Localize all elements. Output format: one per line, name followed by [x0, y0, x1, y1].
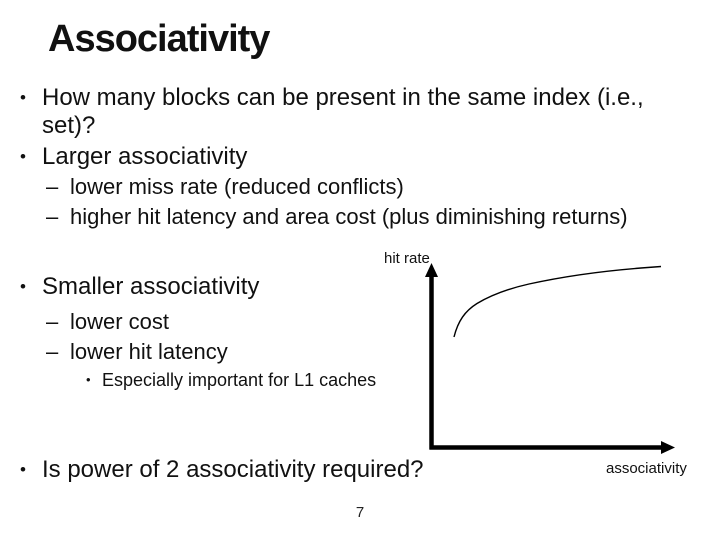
y-axis-arrowhead-icon	[425, 263, 438, 277]
bullet-marker: •	[86, 372, 91, 387]
x-axis-arrowhead-icon	[661, 441, 675, 454]
x-axis-label: associativity	[606, 460, 687, 477]
slide-title: Associativity	[48, 18, 270, 60]
bullet-text: Especially important for L1 caches	[102, 370, 377, 390]
dash-marker: –	[46, 309, 59, 334]
bullet-text: Smaller associativity	[42, 273, 260, 300]
bullet-text: lower hit latency	[70, 339, 228, 364]
bullet-item-smaller-associativity: • Smaller associativity	[20, 273, 260, 301]
bullet-item-how-many-blocks: • How many blocks can be present in the …	[20, 84, 692, 140]
sub-bullet-lower-miss-rate: – lower miss rate (reduced conflicts)	[46, 174, 404, 200]
bullet-marker: •	[20, 147, 26, 166]
sub-bullet-higher-hit-latency: – higher hit latency and area cost (plus…	[46, 204, 628, 230]
bullet-text: Is power of 2 associativity required?	[42, 456, 424, 483]
dash-marker: –	[46, 174, 59, 199]
dash-marker: –	[46, 339, 59, 364]
dash-marker: –	[46, 204, 59, 229]
sub-bullet-lower-cost: – lower cost	[46, 309, 170, 335]
hit-rate-chart	[425, 263, 675, 454]
bullet-marker: •	[20, 88, 26, 107]
bullet-text: lower miss rate (reduced conflicts)	[70, 174, 404, 199]
sub-bullet-lower-hit-latency: – lower hit latency	[46, 339, 228, 365]
y-axis-label: hit rate	[384, 250, 430, 267]
bullet-marker: •	[20, 277, 26, 296]
bullet-marker: •	[20, 460, 26, 479]
bullet-text: lower cost	[70, 309, 170, 334]
bullet-text: How many blocks can be present in the sa…	[42, 84, 644, 139]
page-number: 7	[355, 504, 365, 521]
sub-sub-bullet-l1-caches: • Especially important for L1 caches	[86, 369, 377, 391]
bullet-text: Larger associativity	[42, 143, 248, 170]
bullet-item-larger-associativity: • Larger associativity	[20, 143, 248, 171]
bullet-item-power-of-2: • Is power of 2 associativity required?	[20, 456, 424, 484]
hit-rate-curve	[453, 265, 662, 338]
bullet-text: higher hit latency and area cost (plus d…	[70, 204, 628, 229]
